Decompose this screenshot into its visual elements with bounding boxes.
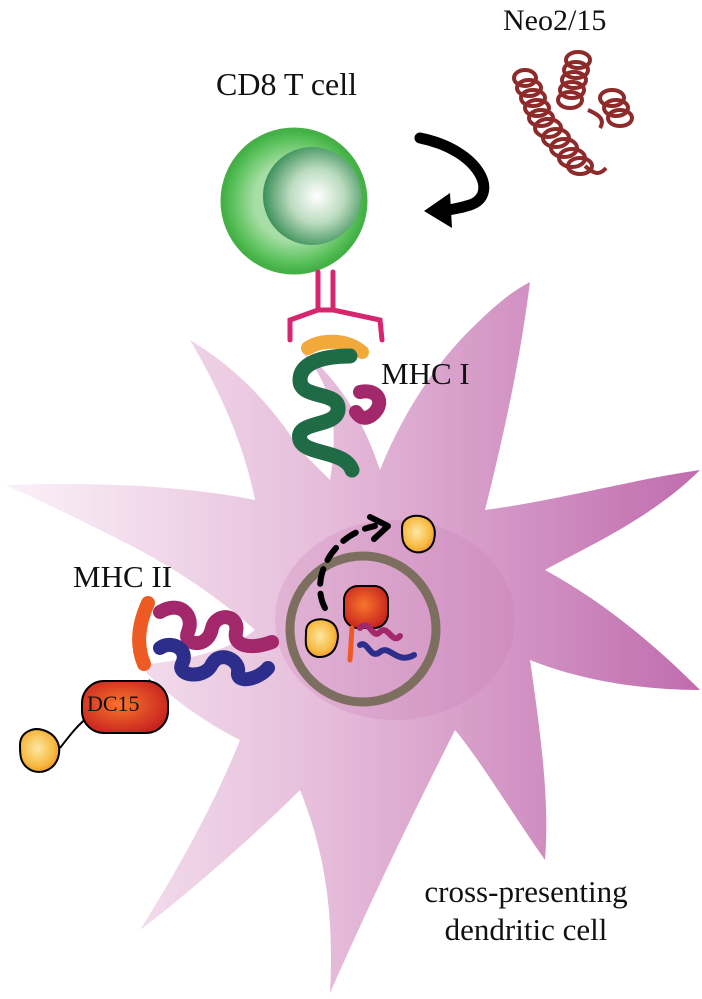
t-cell-receptor	[287, 269, 385, 343]
mhc1-b2m	[349, 384, 387, 425]
mhc2-endosome	[347, 622, 417, 663]
antigen-bead-dc15	[18, 728, 61, 773]
mhc1-peptide	[301, 334, 369, 359]
dc15-endosome-icon	[343, 585, 389, 629]
binding-arrow-icon	[414, 132, 490, 228]
mhc1-complex	[292, 334, 387, 478]
mhc2-alpha-chain	[153, 600, 279, 654]
cd8-t-cell	[220, 127, 368, 275]
mhc2-complex	[132, 596, 279, 687]
cross-presentation-arrow-icon	[317, 514, 391, 611]
t-cell-label: CD8 T cell	[216, 66, 358, 102]
helix-4	[598, 88, 634, 128]
dendritic-cell-nucleus-region	[275, 520, 515, 720]
mhc2-peptide	[132, 596, 155, 671]
antigen-bead-endosome	[304, 618, 339, 659]
helix-2	[556, 50, 592, 110]
mhc2-beta-chain	[153, 637, 275, 687]
neo2-15-protein-icon	[512, 50, 634, 176]
neo2-15-label: Neo2/15	[503, 4, 607, 37]
dendritic-cell-label-line2: dendritic cell	[444, 911, 608, 947]
endosome	[285, 551, 441, 707]
mhc2-label: MHC II	[73, 559, 173, 594]
mhc1-label: MHC I	[381, 356, 470, 391]
dendritic-cell-label: cross-presenting dendritic cell	[400, 873, 652, 949]
dc15-icon	[81, 680, 169, 734]
dc15-label: DC15	[87, 691, 140, 716]
dendritic-cell-label-line1: cross-presenting	[424, 874, 628, 909]
mhc1-heavy-chain	[292, 348, 360, 478]
antigen-bead-escaped	[400, 514, 436, 554]
helix-3	[533, 117, 594, 176]
